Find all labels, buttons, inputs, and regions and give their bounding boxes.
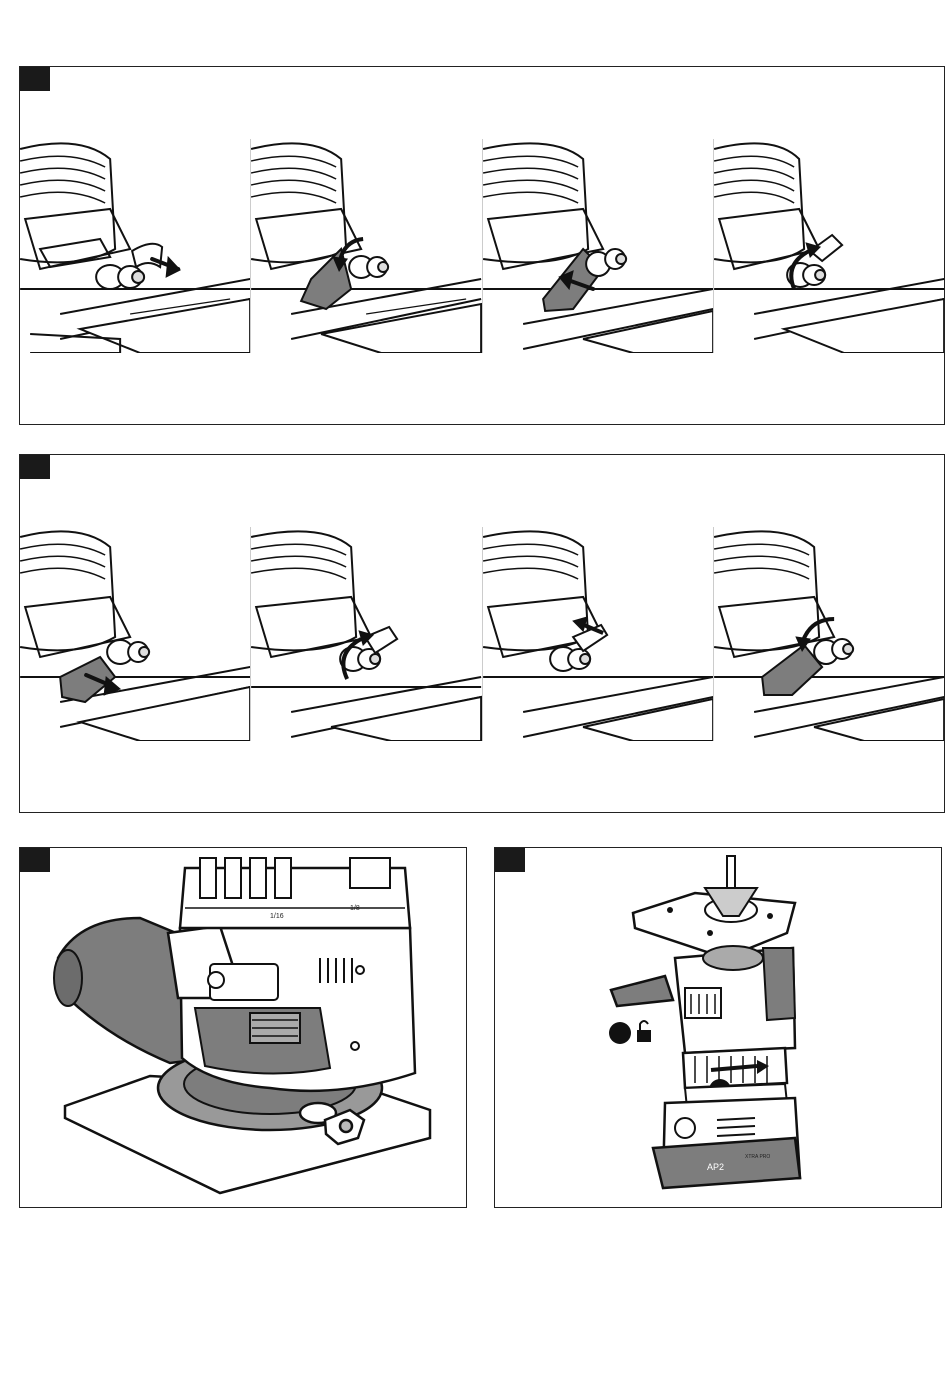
step-row xyxy=(20,139,944,353)
arrow-icon xyxy=(152,257,180,277)
step-illustration xyxy=(483,527,714,741)
scale-label: 1/16 xyxy=(270,913,284,920)
figure-panel-middle xyxy=(19,454,945,813)
unlock-icon xyxy=(637,1021,651,1042)
inverted-router-illustration: AP2 XTRA PRO xyxy=(495,848,941,1207)
step-row xyxy=(20,527,944,741)
step-illustration xyxy=(714,527,944,741)
step-illustration xyxy=(251,527,482,741)
step-illustration xyxy=(20,139,251,353)
filled-circle-icon xyxy=(609,1022,631,1044)
clamp-lever xyxy=(611,976,673,1006)
step-illustration xyxy=(20,527,251,741)
base-lock-illustration xyxy=(20,139,250,353)
battery-label: AP2 xyxy=(707,1162,724,1172)
figure-number-tag xyxy=(20,848,50,872)
step-illustration xyxy=(483,139,714,353)
figure-panel-top xyxy=(19,66,945,425)
figure-number-tag xyxy=(495,848,525,872)
step-illustration xyxy=(714,139,944,353)
figure-panel-bottom-right: AP2 XTRA PRO xyxy=(494,847,942,1208)
scale-label: 1/8 xyxy=(350,905,360,912)
step-illustration xyxy=(251,139,482,353)
figure-panel-bottom-left: 1/16 1/8 xyxy=(19,847,467,1208)
battery-label: XTRA PRO xyxy=(745,1154,770,1160)
figure-number-tag xyxy=(20,67,50,91)
figure-number-tag xyxy=(20,455,50,479)
dust-port-router-illustration: 1/16 1/8 xyxy=(20,848,466,1207)
